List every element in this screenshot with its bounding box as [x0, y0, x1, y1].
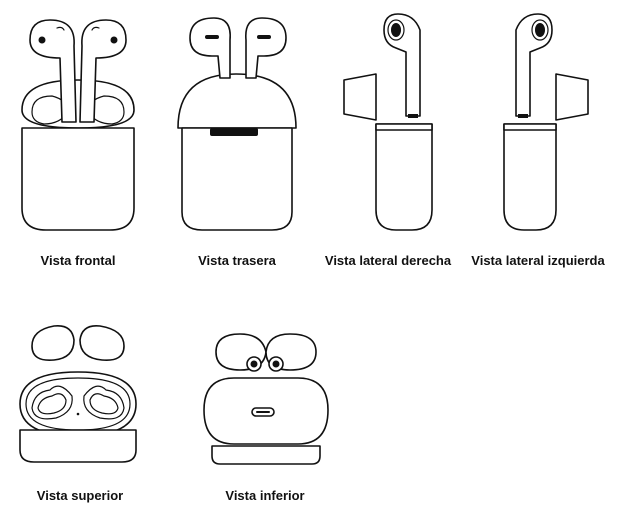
left-side-view-drawing — [503, 13, 589, 231]
back-view-drawing — [177, 17, 297, 231]
back-view-label: Vista trasera — [198, 253, 276, 268]
front-view-label: Vista frontal — [40, 253, 116, 268]
bottom-view-drawing — [203, 333, 329, 465]
right-side-view-label: Vista lateral derecha — [324, 253, 452, 268]
right-side-view-drawing — [343, 13, 433, 231]
top-view-label: Vista superior — [36, 488, 124, 503]
top-view-drawing — [19, 324, 137, 463]
bottom-view-label: Vista inferior — [225, 488, 305, 503]
front-view-drawing — [21, 19, 135, 231]
left-side-view-label: Vista lateral izquierda — [471, 253, 605, 268]
